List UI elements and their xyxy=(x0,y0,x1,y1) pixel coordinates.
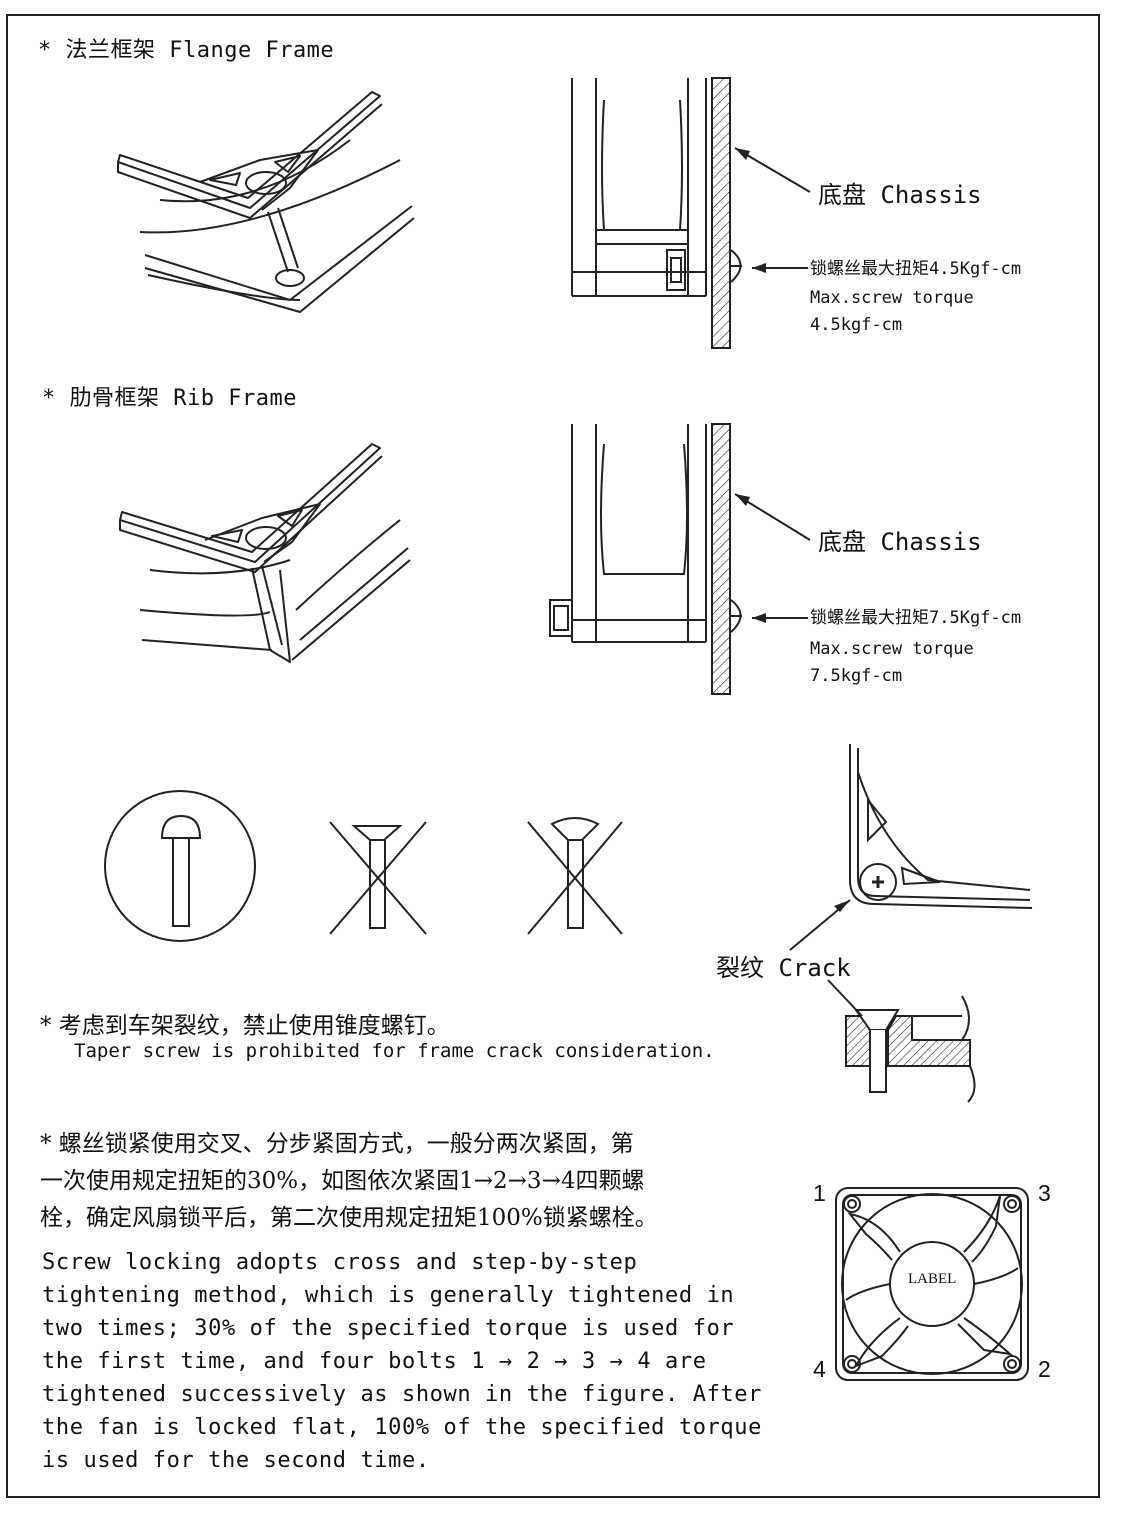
locking-en-line: the first time, and four bolts 1 → 2 → 3… xyxy=(42,1349,707,1374)
flange-torque-en-line2: 4.5kgf-cm xyxy=(810,315,903,335)
rib-chassis-label: 底盘 Chassis xyxy=(818,528,982,556)
flange-chassis-label: 底盘 Chassis xyxy=(818,181,982,209)
rib-torque-en-line1: Max.screw torque xyxy=(810,639,974,659)
fan-corner-1: 1 xyxy=(813,1180,826,1206)
rib-frame-heading: * 肋骨框架 Rib Frame xyxy=(42,386,297,411)
fan-corner-4: 4 xyxy=(813,1356,826,1382)
crack-note-en: Taper screw is prohibited for frame crac… xyxy=(74,1040,715,1062)
locking-cn-line1: * 螺丝锁紧使用交叉、分步紧固方式，一般分两次紧固，第 xyxy=(40,1131,634,1157)
locking-en-line: Screw locking adopts cross and step-by-s… xyxy=(42,1250,638,1275)
flange-frame-heading: * 法兰框架 Flange Frame xyxy=(38,38,335,63)
fan-corner-2: 2 xyxy=(1038,1356,1051,1382)
locking-en-line: two times; 30% of the specified torque i… xyxy=(42,1316,735,1341)
fan-corner-3: 3 xyxy=(1038,1180,1051,1206)
crack-note-cn: * 考虑到车架裂纹，禁止使用锥度螺钉。 xyxy=(40,1013,450,1039)
flange-torque-en-line1: Max.screw torque xyxy=(810,288,974,308)
page-border xyxy=(6,14,1100,1498)
locking-cn-line2: 一次使用规定扭矩的30%，如图依次紧固1→2→3→4四颗螺 xyxy=(40,1168,645,1194)
locking-en-line: tightening method, which is generally ti… xyxy=(42,1283,735,1308)
rib-torque-en-line2: 7.5kgf-cm xyxy=(810,666,903,686)
locking-en-line: the fan is locked flat, 100% of the spec… xyxy=(42,1415,762,1440)
locking-en-line: is used for the second time. xyxy=(42,1448,430,1473)
crack-label: 裂纹 Crack xyxy=(716,954,851,982)
locking-cn-line3: 栓，确定风扇锁平后，第二次使用规定扭矩100%锁紧螺栓。 xyxy=(40,1205,658,1231)
rib-torque-cn: 锁螺丝最大扭矩7.5Kgf-cm xyxy=(810,608,1022,628)
locking-en-line: tightened successively as shown in the f… xyxy=(42,1382,762,1407)
flange-torque-cn: 锁螺丝最大扭矩4.5Kgf-cm xyxy=(810,259,1022,279)
fan-label: LABEL xyxy=(908,1271,957,1287)
